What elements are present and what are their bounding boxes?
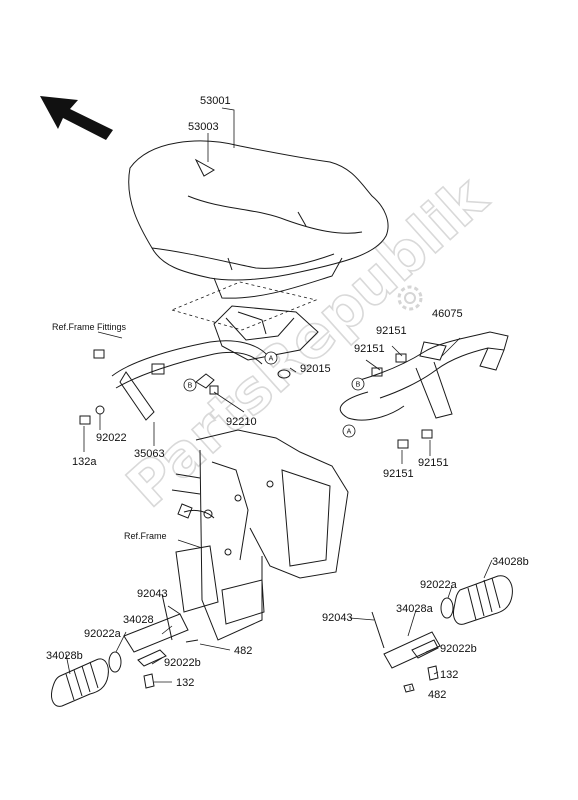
seat-bracket [213,305,319,361]
callout-53001: 53001 [200,95,231,107]
callout-92022b-right: 92022b [440,643,477,655]
callout-92022: 92022 [96,432,127,444]
callout-34028b-right: 34028b [492,556,529,568]
callout-34028b-left: 34028b [46,650,83,662]
svg-text:B: B [188,383,193,390]
left-grab-bar [111,340,269,421]
callout-132a: 132a [72,456,97,468]
seat [128,140,389,299]
marker-b-1: B [183,378,197,392]
leader-lines [65,107,493,690]
callout-53003: 53003 [188,121,219,133]
svg-text:B: B [356,382,361,389]
callout-92015: 92015 [300,363,331,375]
callout-34028: 34028 [123,614,154,626]
callout-92151-d: 92151 [418,457,449,469]
right-footpeg [371,575,513,693]
callout-35063: 35063 [134,448,165,460]
callout-482-right: 482 [428,689,446,701]
callout-ref-frame-fittings: Ref.Frame Fittings [52,322,127,332]
svg-text:A: A [269,356,274,363]
callout-92151-c: 92151 [383,468,414,480]
callout-132-left: 132 [176,677,194,689]
marker-a-2: A [342,424,356,438]
callout-92022b-left: 92022b [164,657,201,669]
frame [171,429,349,641]
callout-92151-a: 92151 [376,325,407,337]
marker-a-1: A [264,351,278,365]
callout-46075: 46075 [432,308,463,320]
callout-92043-right: 92043 [322,612,353,624]
front-arrow-icon [40,96,113,140]
seat-emblem [194,158,215,177]
callout-482-left: 482 [234,645,252,657]
callout-92043-left: 92043 [137,588,168,600]
svg-text:A: A [347,429,352,436]
callout-34028a: 34028a [396,603,434,615]
callout-92022a-right: 92022a [420,579,458,591]
watermark-gear-icon [397,285,423,311]
callout-92151-b: 92151 [354,343,385,355]
callout-132-right: 132 [440,669,458,681]
right-grab-bar [339,331,509,421]
callout-ref-frame: Ref.Frame [124,531,167,541]
callout-92022a-left: 92022a [84,628,122,640]
callout-92210: 92210 [226,416,257,428]
marker-b-2: B [351,377,365,391]
left-footpeg [51,593,199,707]
